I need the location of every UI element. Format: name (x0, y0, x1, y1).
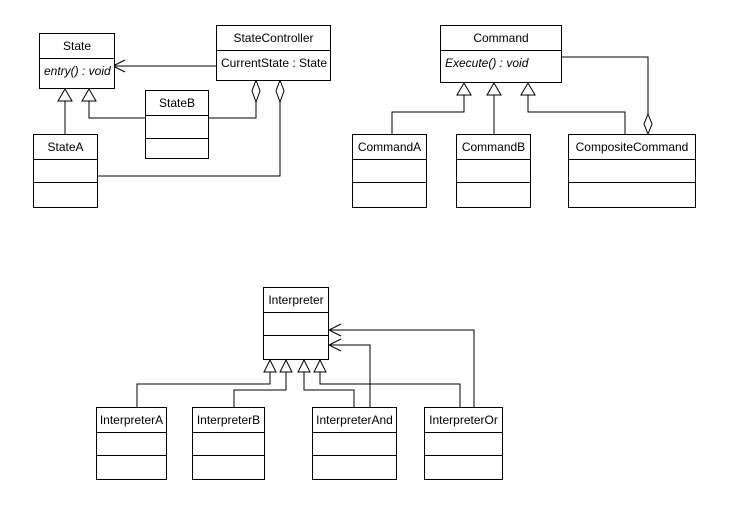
class-state[interactable]: State entry() : void (39, 33, 115, 89)
class-attributes-section (264, 313, 328, 336)
aggregation-composite-to-command (562, 56, 649, 114)
aggregation-controller-to-stateb (209, 102, 257, 119)
association-interpreteror-to-interpreter (330, 329, 475, 407)
class-interpreter-and[interactable]: InterpreterAnd (312, 407, 397, 480)
class-state-controller[interactable]: StateController CurrentState : State (216, 25, 331, 81)
class-name: Command (441, 26, 561, 51)
class-attributes-section (425, 433, 502, 456)
generalization-interpreteror-to-interpreter (319, 372, 461, 407)
class-composite-command[interactable]: CompositeCommand (568, 134, 696, 208)
aggregation-diamond (643, 112, 653, 136)
generalization-arrowhead (297, 358, 311, 373)
generalization-stateb-to-state (88, 101, 145, 119)
generalization-interpretera-to-interpreter (136, 372, 271, 407)
generalization-arrowhead (456, 82, 472, 96)
class-operations-section (569, 183, 695, 205)
association-arrowhead (327, 338, 342, 352)
class-name: StateB (146, 91, 208, 116)
class-attributes-section (353, 160, 426, 183)
class-name: CommandA (353, 135, 426, 160)
class-operations-section (146, 139, 208, 161)
generalization-arrowhead (279, 358, 293, 373)
class-operations-section (313, 456, 396, 478)
class-operations-section (193, 456, 264, 478)
aggregation-controller-to-statea (98, 102, 281, 177)
class-operation: Execute() : void (445, 56, 529, 70)
class-attributes-section (193, 433, 264, 456)
aggregation-diamond (251, 78, 261, 104)
generalization-arrowhead (520, 82, 536, 96)
class-attributes-section (457, 160, 530, 183)
generalization-interpreterb-to-interpreter (233, 372, 287, 407)
class-command-b[interactable]: CommandB (456, 134, 531, 208)
class-operations-section (264, 336, 328, 358)
generalization-interpreterand-to-interpreter (303, 372, 355, 407)
class-name: StateController (217, 26, 330, 51)
class-operations-section (353, 183, 426, 205)
generalization-arrowhead (313, 358, 327, 373)
generalization-arrowhead (81, 88, 97, 102)
class-name: Interpreter (264, 288, 328, 313)
generalization-arrowhead (263, 358, 277, 373)
class-name: InterpreterAnd (313, 408, 396, 433)
class-command-a[interactable]: CommandA (352, 134, 427, 208)
association-arrowhead (327, 323, 342, 337)
class-operations-section (97, 456, 166, 478)
class-name: InterpreterB (193, 408, 264, 433)
class-name: StateA (34, 135, 97, 160)
generalization-composite-to-command (527, 95, 626, 134)
class-name: CompositeCommand (569, 135, 695, 160)
class-attributes-section (34, 160, 97, 183)
class-attributes-section (97, 433, 166, 456)
generalization-arrowhead (57, 88, 73, 102)
class-attributes-section (146, 116, 208, 139)
class-interpreter[interactable]: Interpreter (263, 287, 329, 360)
generalization-arrowhead (486, 82, 502, 96)
class-operation: entry() : void (44, 64, 111, 78)
class-attributes-section (569, 160, 695, 183)
class-attributes-section (313, 433, 396, 456)
class-operations-section (425, 456, 502, 478)
class-interpreter-a[interactable]: InterpreterA (96, 407, 167, 480)
class-interpreter-or[interactable]: InterpreterOr (424, 407, 503, 480)
class-name: InterpreterA (97, 408, 166, 433)
class-operations-section (457, 183, 530, 205)
aggregation-diamond (275, 78, 285, 104)
class-interpreter-b[interactable]: InterpreterB (192, 407, 265, 480)
class-name: InterpreterOr (425, 408, 502, 433)
class-state-b[interactable]: StateB (145, 90, 209, 159)
class-name: State (40, 34, 114, 59)
association-interpreterand-to-interpreter (330, 344, 371, 407)
class-command[interactable]: Command Execute() : void (440, 25, 562, 83)
class-operations-section (34, 183, 97, 205)
class-attribute: CurrentState : State (221, 56, 328, 70)
class-name: CommandB (457, 135, 530, 160)
class-state-a[interactable]: StateA (33, 134, 98, 208)
generalization-commanda-to-command (391, 95, 465, 134)
